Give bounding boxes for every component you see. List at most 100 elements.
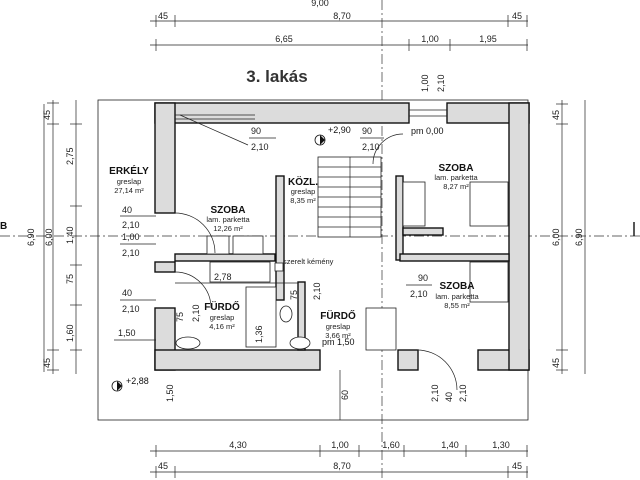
svg-text:12,26 m²: 12,26 m² [213, 224, 243, 233]
dim-left-45b: 45 [42, 358, 52, 368]
svg-text:lam. parketta: lam. parketta [206, 215, 250, 224]
wardrobe-2 [232, 235, 264, 255]
door-arc-3 [372, 133, 404, 165]
door-arc-1 [174, 212, 216, 254]
wall-interior-1 [275, 175, 285, 301]
room-furdo-left: FÜRDŐ greslap 4,16 m² [204, 300, 240, 331]
svg-text:75: 75 [289, 290, 299, 300]
toilet-mid [279, 305, 293, 323]
dim-bottom-430: 4,30 [229, 440, 247, 450]
dim-left-160: 1,60 [65, 324, 75, 342]
dim-bottom-100: 1,00 [331, 440, 349, 450]
svg-text:2,10: 2,10 [122, 248, 140, 258]
svg-text:greslap: greslap [326, 322, 351, 331]
svg-text:2,10: 2,10 [122, 220, 140, 230]
room-szoba-mid-right: SZOBA lam. parketta 8,55 m² [435, 281, 479, 310]
dim-top-100: 1,00 [421, 34, 439, 44]
svg-text:2,78: 2,78 [214, 272, 232, 282]
svg-text:3,66 m²: 3,66 m² [325, 331, 351, 340]
page-title: 3. lakás [246, 67, 307, 86]
door-arc-2 [174, 271, 212, 309]
walls [154, 102, 530, 371]
dim-left-total-600: 6,00 [44, 228, 54, 246]
dim-bottom-45a: 45 [158, 461, 168, 471]
svg-text:SZOBA: SZOBA [211, 205, 246, 216]
bed-mid-right [469, 261, 509, 303]
dim-window-210: 2,10 [436, 74, 446, 92]
wall-interior-5 [399, 253, 510, 262]
svg-text:KÖZL.: KÖZL. [288, 175, 318, 188]
svg-text:+2,88: +2,88 [126, 376, 149, 386]
svg-text:90: 90 [251, 126, 261, 136]
svg-text:8,55 m²: 8,55 m² [444, 301, 470, 310]
washbasin-left [175, 336, 201, 350]
dim-window-100: 1,00 [420, 74, 430, 92]
svg-text:SZOBA: SZOBA [440, 281, 475, 292]
room-erkely: ERKÉLY greslap 27,14 m² [109, 164, 149, 195]
wall-left-mid [154, 261, 176, 273]
wardrobe-1 [402, 181, 426, 227]
wall-interior-4 [297, 281, 306, 351]
svg-text:FÜRDŐ: FÜRDŐ [320, 309, 356, 322]
dim-top-195: 1,95 [479, 34, 497, 44]
bed-left [209, 261, 271, 283]
left-dimensions: 45 2,75 1,40 75 1,60 45 6,90 6,00 [26, 100, 82, 374]
level-marker-terrace: +2,88 [111, 376, 149, 392]
chimney [274, 262, 284, 272]
dim-left-275: 2,75 [65, 147, 75, 165]
bathtub-left [245, 286, 277, 348]
svg-text:1,50: 1,50 [118, 328, 136, 338]
svg-text:2,10: 2,10 [251, 142, 269, 152]
svg-text:2,10: 2,10 [430, 384, 440, 402]
dim-right-total-690: 6,90 [574, 228, 584, 246]
svg-text:1,36: 1,36 [254, 325, 264, 343]
room-szoba-left: SZOBA lam. parketta 12,26 m² [206, 205, 250, 233]
room-furdo-mid: FÜRDŐ greslap 3,66 m² [320, 309, 356, 340]
chimney-label: szerelt kémény [283, 257, 334, 266]
dim-top-870: 8,70 [333, 11, 351, 21]
wall-right [508, 102, 530, 371]
wall-bottom-left [154, 349, 321, 371]
dim-right-45b: 45 [551, 358, 561, 368]
top-dimensions: 9,00 45 8,70 45 6,65 1,00 1,95 [150, 0, 528, 51]
dim-bottom-130: 1,30 [492, 440, 510, 450]
svg-text:2,10: 2,10 [122, 304, 140, 314]
dim-top-45b: 45 [512, 11, 522, 21]
wall-bottom-mid [397, 349, 419, 371]
dim-left-45a: 45 [42, 110, 52, 120]
svg-text:lam. parketta: lam. parketta [434, 173, 478, 182]
svg-text:SZOBA: SZOBA [439, 163, 474, 174]
wall-top-left [154, 102, 410, 124]
svg-text:40: 40 [122, 205, 132, 215]
svg-text:8,27 m²: 8,27 m² [443, 182, 469, 191]
room-szoba-top-right: SZOBA lam. parketta 8,27 m² [434, 163, 478, 191]
dim-top-total: 9,00 [311, 0, 329, 8]
dim-bottom-160: 1,60 [382, 440, 400, 450]
wall-interior-2 [395, 175, 404, 261]
wall-interior-3 [174, 253, 276, 262]
dim-right-45a: 45 [551, 110, 561, 120]
svg-text:4,16 m²: 4,16 m² [209, 322, 235, 331]
svg-text:60: 60 [340, 390, 350, 400]
svg-text:lam. parketta: lam. parketta [435, 292, 479, 301]
washbasin-mid [289, 336, 311, 350]
wall-left-upper [154, 102, 176, 214]
bed-top-right [469, 181, 509, 227]
svg-text:75: 75 [175, 312, 185, 322]
svg-text:8,35 m²: 8,35 m² [290, 196, 316, 205]
level-pm-bath: pm 1,50 [322, 337, 355, 347]
dim-bottom-45b: 45 [512, 461, 522, 471]
svg-text:1,00: 1,00 [122, 232, 140, 242]
staircase [317, 156, 382, 238]
svg-text:greslap: greslap [291, 187, 316, 196]
dim-left-75: 75 [65, 274, 75, 284]
svg-text:1,50: 1,50 [165, 384, 175, 402]
room-kozl: KÖZL. greslap 8,35 m² [288, 175, 318, 205]
dim-top-45a: 45 [158, 11, 168, 21]
svg-text:2,10: 2,10 [191, 304, 201, 322]
svg-text:40: 40 [444, 392, 454, 402]
right-dimensions: 45 45 6,00 6,90 [551, 100, 586, 374]
svg-text:40: 40 [122, 288, 132, 298]
svg-text:+2,90: +2,90 [328, 125, 351, 135]
